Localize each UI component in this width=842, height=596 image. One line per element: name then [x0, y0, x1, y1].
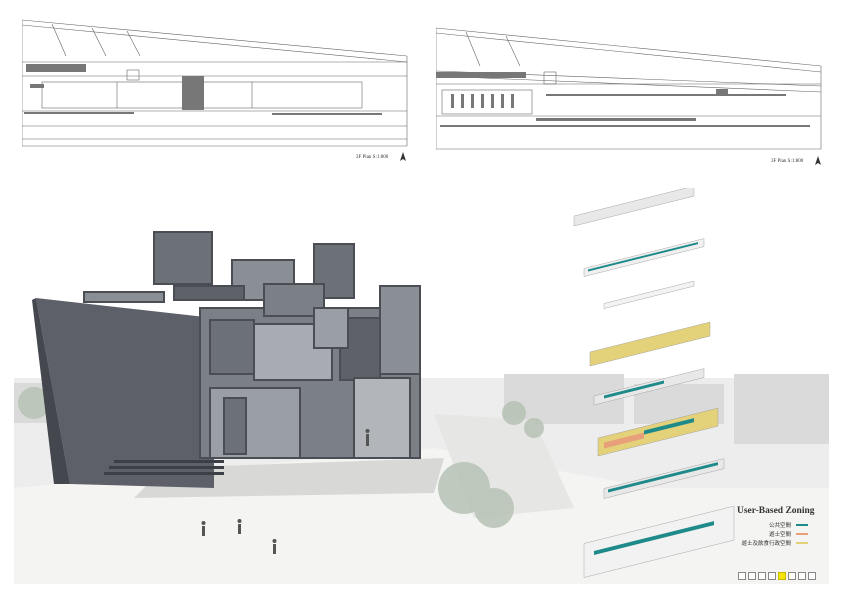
legend-item: 遊士及飲食行政空間 — [741, 539, 808, 547]
legend-item-label: 遊士及飲食行政空間 — [741, 541, 791, 547]
plan-3f-caption: 3F Plan S:1:800 — [771, 159, 804, 164]
legend-item-label: 公共空間 — [768, 523, 791, 529]
page-dot[interactable] — [778, 572, 786, 580]
page-dot[interactable] — [738, 572, 746, 580]
north-arrow-icon — [815, 156, 821, 165]
page-dot[interactable] — [808, 572, 816, 580]
legend-item: 公共空間 — [769, 521, 808, 529]
plan-2f-caption: 2F Plan S:1:800 — [356, 155, 389, 160]
legend-swatch — [796, 524, 808, 526]
plan-3f — [436, 26, 826, 151]
page-dot[interactable] — [768, 572, 776, 580]
legend-swatch — [796, 542, 808, 544]
plan-2f — [22, 16, 412, 148]
legend-title: User-Based Zoning — [737, 506, 815, 516]
page-dot[interactable] — [758, 572, 766, 580]
north-arrow-icon — [400, 152, 406, 161]
page-dot[interactable] — [748, 572, 756, 580]
plan-3f-drawing — [436, 27, 822, 150]
page-dot[interactable] — [798, 572, 806, 580]
page-dot[interactable] — [788, 572, 796, 580]
legend-item: 遊士空間 — [769, 530, 808, 538]
building-perspective-render — [14, 188, 829, 584]
legend-item-label: 遊士空間 — [768, 532, 791, 538]
plan-2f-drawing — [22, 19, 408, 147]
page-indicator — [738, 572, 816, 580]
legend-swatch — [796, 533, 808, 535]
